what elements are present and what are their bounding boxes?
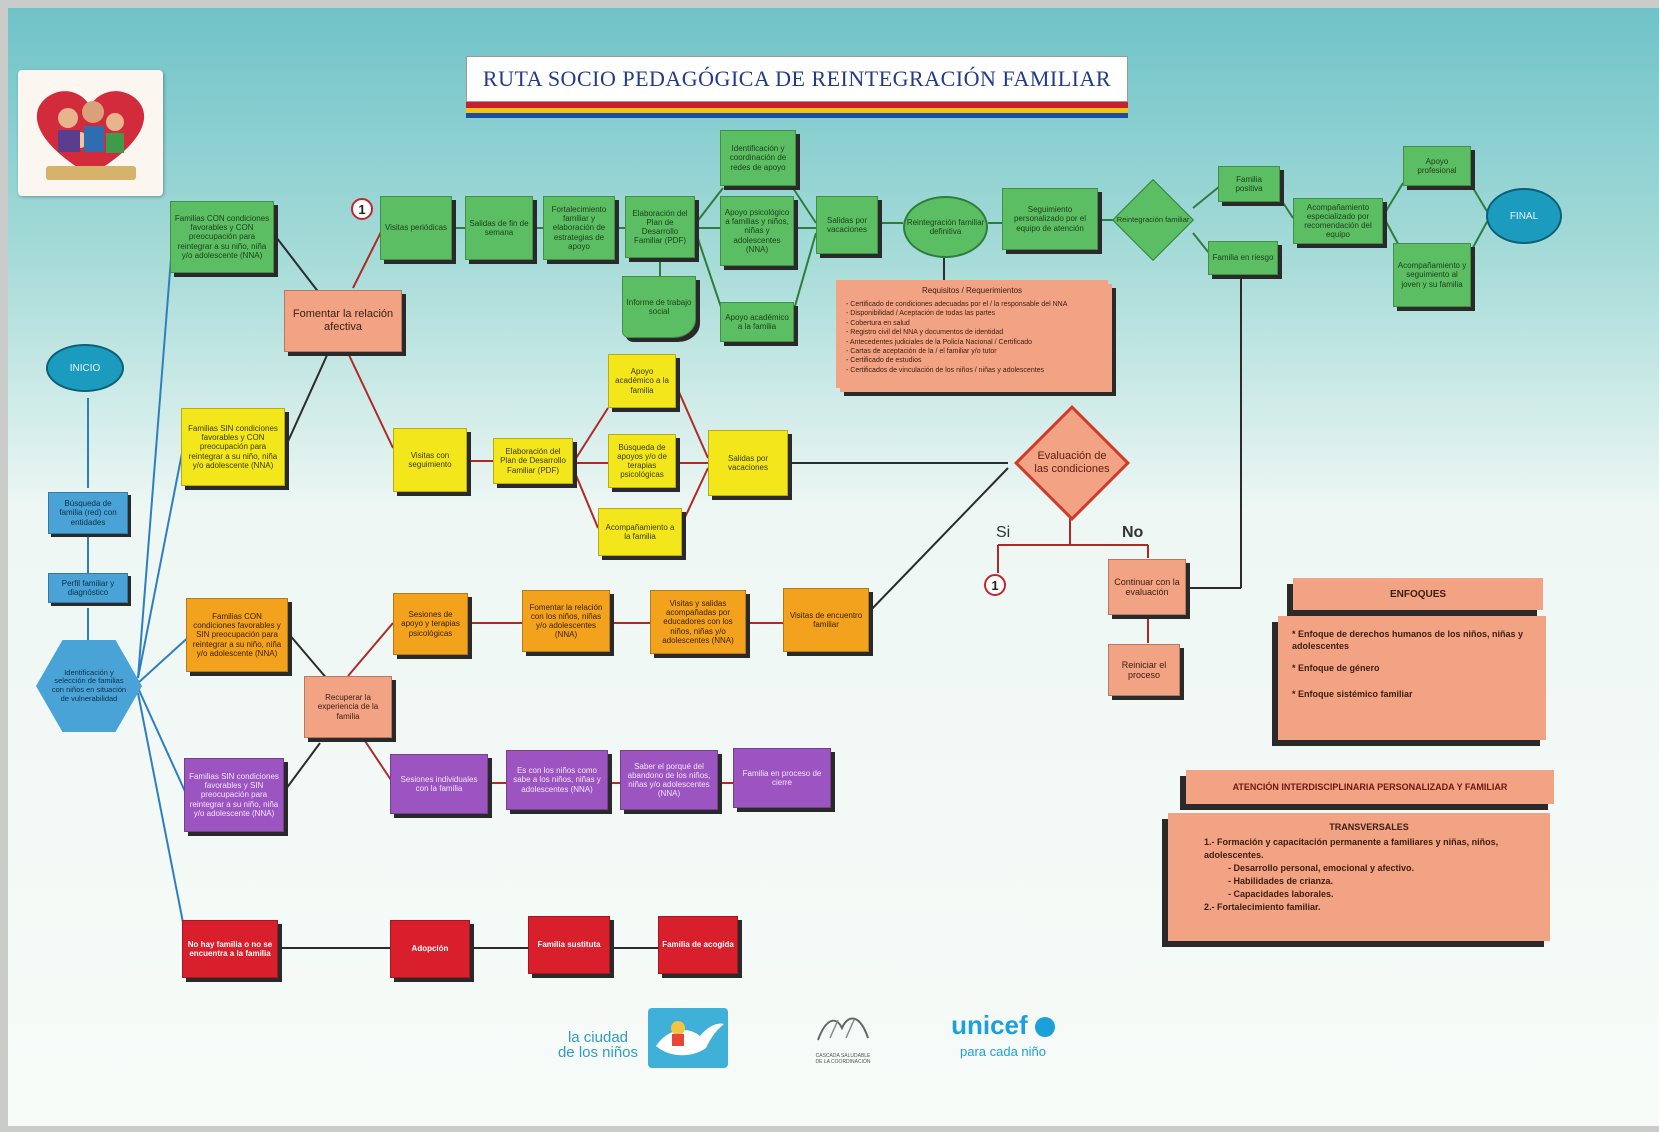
orange-origin: Familias CON condiciones favorables y SI… bbox=[186, 598, 288, 672]
unicef-logo: unicef para cada niño bbox=[938, 1012, 1068, 1059]
interdisciplinary-heading: ATENCIÓN INTERDISCIPLINARIA PERSONALIZAD… bbox=[1232, 782, 1508, 792]
red-step: Familia sustituta bbox=[528, 916, 610, 974]
green-step: Salidas por vacaciones bbox=[816, 196, 878, 254]
end-node: FINAL bbox=[1486, 188, 1562, 244]
green-outcome-risk: Familia en riesgo bbox=[1208, 241, 1278, 275]
enfoques-card: * Enfoque de derechos humanos de los niñ… bbox=[1278, 616, 1546, 740]
green-outcome-positive: Familia positiva bbox=[1218, 166, 1280, 202]
orange-step: Fomentar la relación con los niños, niña… bbox=[522, 590, 610, 652]
green-step: Salidas de fin de semana bbox=[465, 196, 533, 260]
no-branch-step: Reiniciar el proceso bbox=[1108, 644, 1180, 696]
evaluation-decision: Evaluación de las condiciones bbox=[1006, 405, 1138, 521]
intake-step: Perfil familiar y diagnóstico bbox=[48, 573, 128, 603]
red-origin: No hay familia o no se encuentra a la fa… bbox=[182, 920, 278, 978]
connector-1: 1 bbox=[984, 574, 1006, 596]
hands-icon bbox=[817, 1017, 869, 1041]
interdisciplinary-header: ATENCIÓN INTERDISCIPLINARIA PERSONALIZAD… bbox=[1186, 770, 1554, 804]
connector-1: 1 bbox=[351, 198, 373, 220]
start-node: INICIO bbox=[46, 344, 124, 392]
requirement-item: - Antecedentes judiciales de la Policía … bbox=[846, 338, 1032, 346]
globe-icon bbox=[1034, 1017, 1055, 1038]
requirements-heading: Requisitos / Requerimientos bbox=[921, 286, 1023, 295]
transversal-subheading: TRANSVERSALES bbox=[1329, 822, 1409, 832]
requirement-item: - Cartas de aceptación de la / el famili… bbox=[846, 347, 997, 355]
purple-step: Es con los niños como sabe a los niños, … bbox=[506, 750, 608, 810]
requirement-item: - Certificados de vinculación de los niñ… bbox=[846, 366, 1045, 374]
hub-affective-relation: Fomentar la relación afectiva bbox=[284, 290, 402, 352]
enfoque-item: * Enfoque de género bbox=[1292, 663, 1380, 674]
red-step: Familia de acogida bbox=[658, 916, 738, 974]
green-step: Elaboración del Plan de Desarrollo Famil… bbox=[625, 196, 695, 258]
no-branch-step: Continuar con la evaluación bbox=[1108, 559, 1186, 615]
program-logo bbox=[18, 70, 163, 196]
intake-step: Búsqueda de familia (red) con entidades bbox=[48, 492, 128, 534]
yellow-origin: Familias SIN condiciones favorables y CO… bbox=[181, 408, 285, 486]
enfoques-heading: ENFOQUES bbox=[1389, 588, 1447, 600]
no-label: No bbox=[1122, 524, 1144, 541]
page-title: RUTA SOCIO PEDAGÓGICA DE REINTEGRACIÓN F… bbox=[466, 56, 1128, 102]
requirement-item: - Registro civil del NNA y documentos de… bbox=[846, 329, 1004, 337]
requirement-item: - Certificado de estudios bbox=[846, 357, 922, 365]
green-step: Seguimiento personalizado por el equipo … bbox=[1002, 188, 1098, 250]
purple-origin: Familias SIN condiciones favorables y SI… bbox=[184, 758, 284, 832]
connection-lines bbox=[87, 182, 1489, 949]
red-step: Adopción bbox=[390, 920, 470, 978]
enfoque-item: * Enfoque de derechos humanos de los niñ… bbox=[1292, 629, 1524, 652]
yellow-step: Búsqueda de apoyos y/o de terapias psico… bbox=[608, 434, 676, 488]
green-step: Apoyo profesional bbox=[1403, 146, 1471, 186]
yellow-step: Acompañamiento a la familia bbox=[598, 508, 682, 556]
purple-step: Familia en proceso de cierre bbox=[733, 748, 831, 808]
hands-logo: CASCADA SALUDABLE DE LA COORDINACIÓN bbox=[808, 1008, 878, 1066]
dove-icon bbox=[648, 1008, 728, 1068]
enfoque-item: * Enfoque sistémico familiar bbox=[1292, 689, 1413, 700]
transversal-item: 2.- Fortalecimiento familiar. bbox=[1204, 902, 1321, 913]
yellow-step: Salidas por vacaciones bbox=[708, 430, 788, 496]
green-document: Informe de trabajo social bbox=[622, 276, 696, 338]
transversal-item: 1.- Formación y capacitación permanente … bbox=[1204, 837, 1499, 861]
yellow-step: Apoyo académico a la familia bbox=[608, 354, 676, 408]
ciudad-ninos-logo: la ciudad de los niños bbox=[557, 1029, 639, 1061]
green-step: Identificación y coordinación de redes d… bbox=[720, 130, 796, 186]
transversal-item: - Capacidades laborales. bbox=[1228, 889, 1334, 900]
transversal-item: - Habilidades de crianza. bbox=[1228, 876, 1334, 887]
poster: RUTA SOCIO PEDAGÓGICA DE REINTEGRACIÓN F… bbox=[8, 8, 1659, 1126]
requirement-item: - Cobertura en salud bbox=[846, 319, 910, 327]
transversal-item: - Desarrollo personal, emocional y afect… bbox=[1228, 863, 1415, 874]
heart-family-icon bbox=[36, 91, 145, 180]
green-step: Acompañamiento y seguimiento al joven y … bbox=[1393, 243, 1471, 307]
green-step: Apoyo psicológico a familias y niños, ni… bbox=[720, 196, 794, 266]
green-step: Acompañamiento especializado por recomen… bbox=[1293, 198, 1383, 244]
yellow-step: Elaboración del Plan de Desarrollo Famil… bbox=[493, 438, 573, 484]
purple-step: Sesiones individuales con la familia bbox=[390, 754, 488, 814]
requirement-item: - Disponibilidad / Aceptación de todas l… bbox=[846, 310, 996, 318]
requirement-item: - Certificado de condiciones adecuadas p… bbox=[846, 300, 1068, 308]
orange-step: Visitas y salidas acompañadas por educad… bbox=[650, 590, 746, 654]
orange-step: Sesiones de apoyo y terapias psicológica… bbox=[393, 593, 468, 655]
transversal-card: TRANSVERSALES 1.- Formación y capacitaci… bbox=[1168, 813, 1550, 941]
enfoques-header: ENFOQUES bbox=[1293, 578, 1543, 610]
yellow-step: Visitas con seguimiento bbox=[393, 428, 467, 492]
requirements-card: Requisitos / Requerimientos - Certificad… bbox=[836, 280, 1108, 388]
green-step: Fortalecimiento familiar y elaboración d… bbox=[543, 196, 615, 260]
yes-label: Si bbox=[996, 524, 1011, 541]
orange-step: Visitas de encuentro familiar bbox=[783, 588, 869, 652]
green-origin: Familias CON condiciones favorables y CO… bbox=[170, 201, 274, 273]
purple-step: Saber el porqué del abandono de los niño… bbox=[620, 750, 718, 810]
green-step: Visitas periódicas bbox=[380, 196, 452, 260]
green-decision: Reintegración familiar bbox=[1111, 178, 1195, 262]
hub-family-experience: Recuperar la experiencia de la familia bbox=[304, 676, 392, 738]
green-step: Apoyo académico a la familia bbox=[720, 302, 794, 342]
green-reintegration-oval: Reintegración familiar definitiva bbox=[903, 196, 988, 258]
